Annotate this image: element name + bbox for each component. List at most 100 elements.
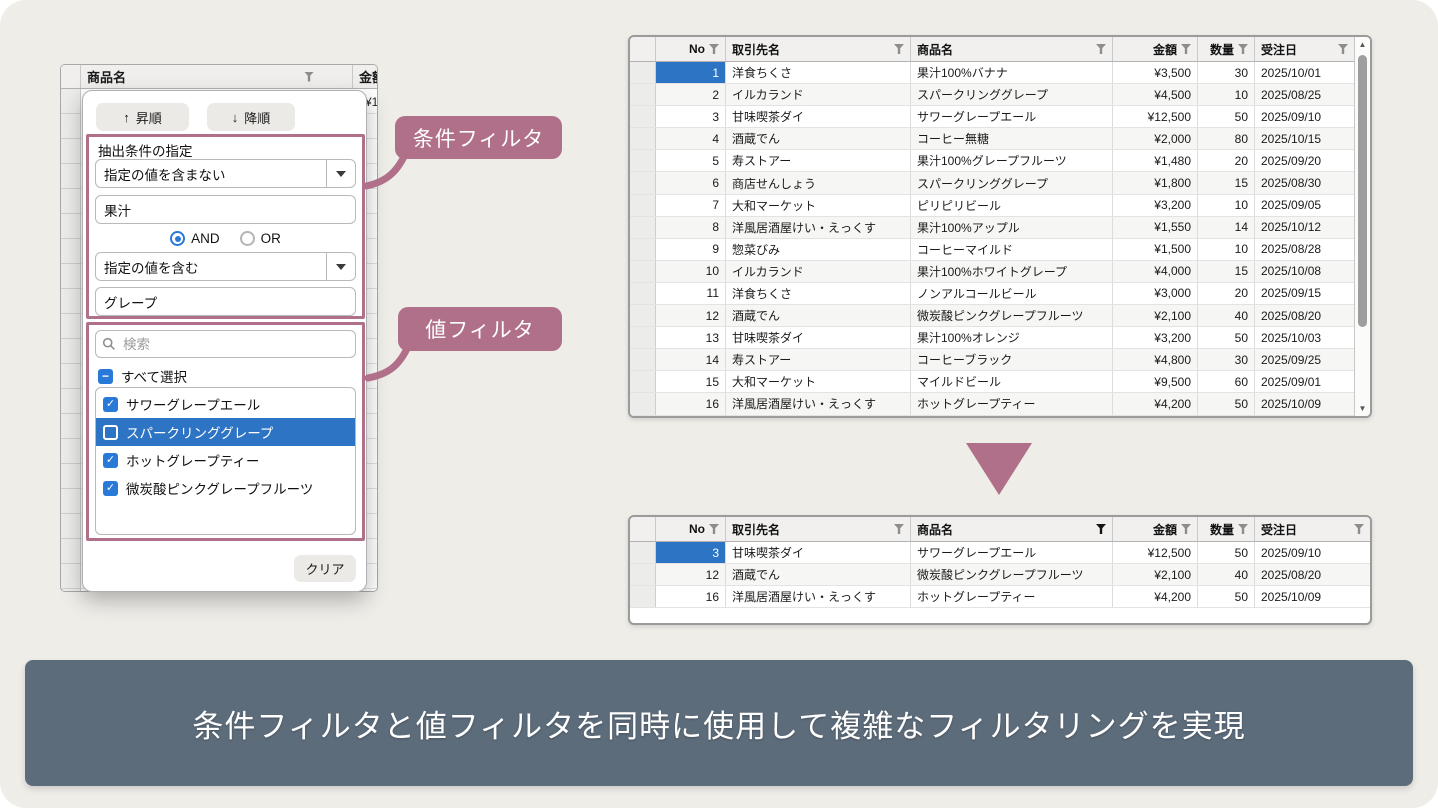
operator-dropdown-2[interactable]: 指定の値を含む — [95, 252, 356, 281]
filter-icon[interactable] — [1238, 44, 1248, 54]
cell-no[interactable]: 3 — [656, 542, 726, 564]
cell-date[interactable]: 2025/09/15 — [1255, 282, 1354, 305]
dropdown-caret-area[interactable] — [326, 160, 355, 187]
filter-icon[interactable] — [894, 524, 904, 534]
cell-qty[interactable]: 50 — [1198, 106, 1255, 128]
checked-checkbox[interactable]: ✓ — [103, 452, 118, 468]
cell-product[interactable]: マイルドビール — [911, 371, 1113, 393]
cell-qty[interactable]: 50 — [1198, 393, 1255, 415]
operator-dropdown-1[interactable]: 指定の値を含まない — [95, 159, 356, 188]
cell-qty[interactable]: 80 — [1198, 128, 1255, 150]
cell-amount[interactable]: ¥3,500 — [1113, 62, 1198, 84]
cell-no[interactable]: 9 — [656, 238, 726, 260]
cell-amount[interactable]: ¥12,500 — [1113, 542, 1198, 564]
cell-client[interactable]: 寿ストアー — [726, 349, 911, 371]
column-header-no[interactable]: No — [656, 517, 726, 541]
cell-product[interactable]: ホットグレープティー — [911, 393, 1113, 415]
column-header-client[interactable]: 取引先名 — [726, 37, 911, 61]
cell-product[interactable]: 果汁100%グレープフルーツ — [911, 150, 1113, 172]
sort-ascending-button[interactable]: ↑ 昇順 — [96, 103, 189, 131]
cell-amount[interactable]: ¥3,200 — [1113, 194, 1198, 216]
cell-product[interactable]: コーヒーブラック — [911, 349, 1113, 371]
cell-client[interactable]: 甘味喫茶ダイ — [726, 106, 911, 128]
cell-date[interactable]: 2025/10/15 — [1255, 128, 1354, 150]
sort-descending-button[interactable]: ↓ 降順 — [207, 103, 295, 131]
cell-client[interactable]: 洋風居酒屋けい・えっくす — [726, 393, 911, 415]
cell-qty[interactable]: 30 — [1198, 62, 1255, 84]
row-selector-cell[interactable] — [630, 393, 656, 415]
select-all-checkbox[interactable]: − — [98, 368, 113, 384]
cell-amount[interactable]: ¥4,200 — [1113, 586, 1198, 608]
cell-date[interactable]: 2025/09/05 — [1255, 194, 1354, 216]
filter-icon[interactable] — [1238, 524, 1248, 534]
cell-amount[interactable]: ¥1,800 — [1113, 172, 1198, 194]
cell-date[interactable]: 2025/08/30 — [1255, 172, 1354, 194]
column-header-client[interactable]: 取引先名 — [726, 517, 911, 541]
cell-amount[interactable]: ¥12,500 — [1113, 106, 1198, 128]
row-selector-cell[interactable] — [630, 349, 656, 371]
column-header-amount[interactable]: 金額 — [353, 65, 377, 88]
cell-no[interactable]: 14 — [656, 349, 726, 371]
row-selector-cell[interactable] — [630, 84, 656, 106]
cell-product[interactable]: 微炭酸ピンクグレープフルーツ — [911, 564, 1113, 586]
row-selector-cell[interactable] — [630, 305, 656, 327]
cell-product[interactable]: サワーグレープエール — [911, 542, 1113, 564]
cell-amount[interactable]: ¥1,500 — [1113, 238, 1198, 260]
column-header-date[interactable]: 受注日 — [1255, 37, 1354, 61]
cell-product[interactable]: スパークリンググレープ — [911, 84, 1113, 106]
row-selector-cell[interactable] — [630, 172, 656, 194]
cell-amount[interactable]: ¥9,500 — [1113, 371, 1198, 393]
row-selector-cell[interactable] — [630, 260, 656, 282]
or-radio-option[interactable]: OR — [239, 231, 281, 246]
cell-date[interactable]: 2025/10/01 — [1255, 62, 1354, 84]
scrollbar-thumb[interactable] — [1358, 55, 1367, 327]
row-selector-cell[interactable] — [630, 371, 656, 393]
search-input[interactable] — [95, 330, 356, 358]
cell-product[interactable]: 果汁100%アップル — [911, 216, 1113, 238]
cell-no[interactable]: 16 — [656, 586, 726, 608]
cell-product[interactable]: 果汁100%ホワイトグレープ — [911, 260, 1113, 282]
cell-amount[interactable]: ¥2,000 — [1113, 128, 1198, 150]
cell-no[interactable]: 3 — [656, 106, 726, 128]
cell-qty[interactable]: 20 — [1198, 150, 1255, 172]
cell-product[interactable]: 微炭酸ピンクグレープフルーツ — [911, 305, 1113, 327]
row-selector-cell[interactable] — [630, 238, 656, 260]
filter-icon[interactable] — [1181, 44, 1191, 54]
cell-qty[interactable]: 40 — [1198, 305, 1255, 327]
cell-date[interactable]: 2025/10/09 — [1255, 586, 1370, 608]
and-radio[interactable] — [170, 231, 186, 246]
keyword-field-1[interactable] — [104, 202, 347, 217]
cell-product[interactable]: コーヒーマイルド — [911, 238, 1113, 260]
cell-qty[interactable]: 10 — [1198, 194, 1255, 216]
keyword-field-2[interactable] — [104, 294, 347, 309]
cell-no[interactable]: 13 — [656, 327, 726, 349]
row-selector-cell[interactable] — [630, 327, 656, 349]
row-selector-cell[interactable] — [630, 564, 656, 586]
filter-icon[interactable] — [304, 71, 314, 82]
cell-no[interactable]: 10 — [656, 260, 726, 282]
vertical-scrollbar[interactable]: ▲ ▼ — [1354, 37, 1370, 416]
cell-qty[interactable]: 10 — [1198, 238, 1255, 260]
cell-amount[interactable]: ¥2,100 — [1113, 305, 1198, 327]
cell-client[interactable]: 洋風居酒屋けい・えっくす — [726, 216, 911, 238]
unchecked-checkbox[interactable] — [103, 424, 118, 440]
cell-no[interactable]: 1 — [656, 62, 726, 84]
cell-date[interactable]: 2025/09/25 — [1255, 349, 1354, 371]
cell-amount[interactable]: ¥3,000 — [1113, 282, 1198, 305]
cell-client[interactable]: 酒蔵でん — [726, 564, 911, 586]
cell-no[interactable]: 8 — [656, 216, 726, 238]
cell-no[interactable]: 12 — [656, 564, 726, 586]
cell-client[interactable]: 甘味喫茶ダイ — [726, 327, 911, 349]
cell-qty[interactable]: 50 — [1198, 542, 1255, 564]
cell-client[interactable]: イルカランド — [726, 260, 911, 282]
cell-date[interactable]: 2025/10/12 — [1255, 216, 1354, 238]
dropdown-caret-area[interactable] — [326, 253, 355, 280]
cell-qty[interactable]: 20 — [1198, 282, 1255, 305]
cell-no[interactable]: 5 — [656, 150, 726, 172]
value-list-item[interactable]: ✓ホットグレープティー — [96, 446, 355, 474]
cell-qty[interactable]: 14 — [1198, 216, 1255, 238]
cell-date[interactable]: 2025/10/09 — [1255, 393, 1354, 415]
cell-qty[interactable]: 15 — [1198, 172, 1255, 194]
cell-no[interactable]: 6 — [656, 172, 726, 194]
row-selector-cell[interactable] — [630, 194, 656, 216]
